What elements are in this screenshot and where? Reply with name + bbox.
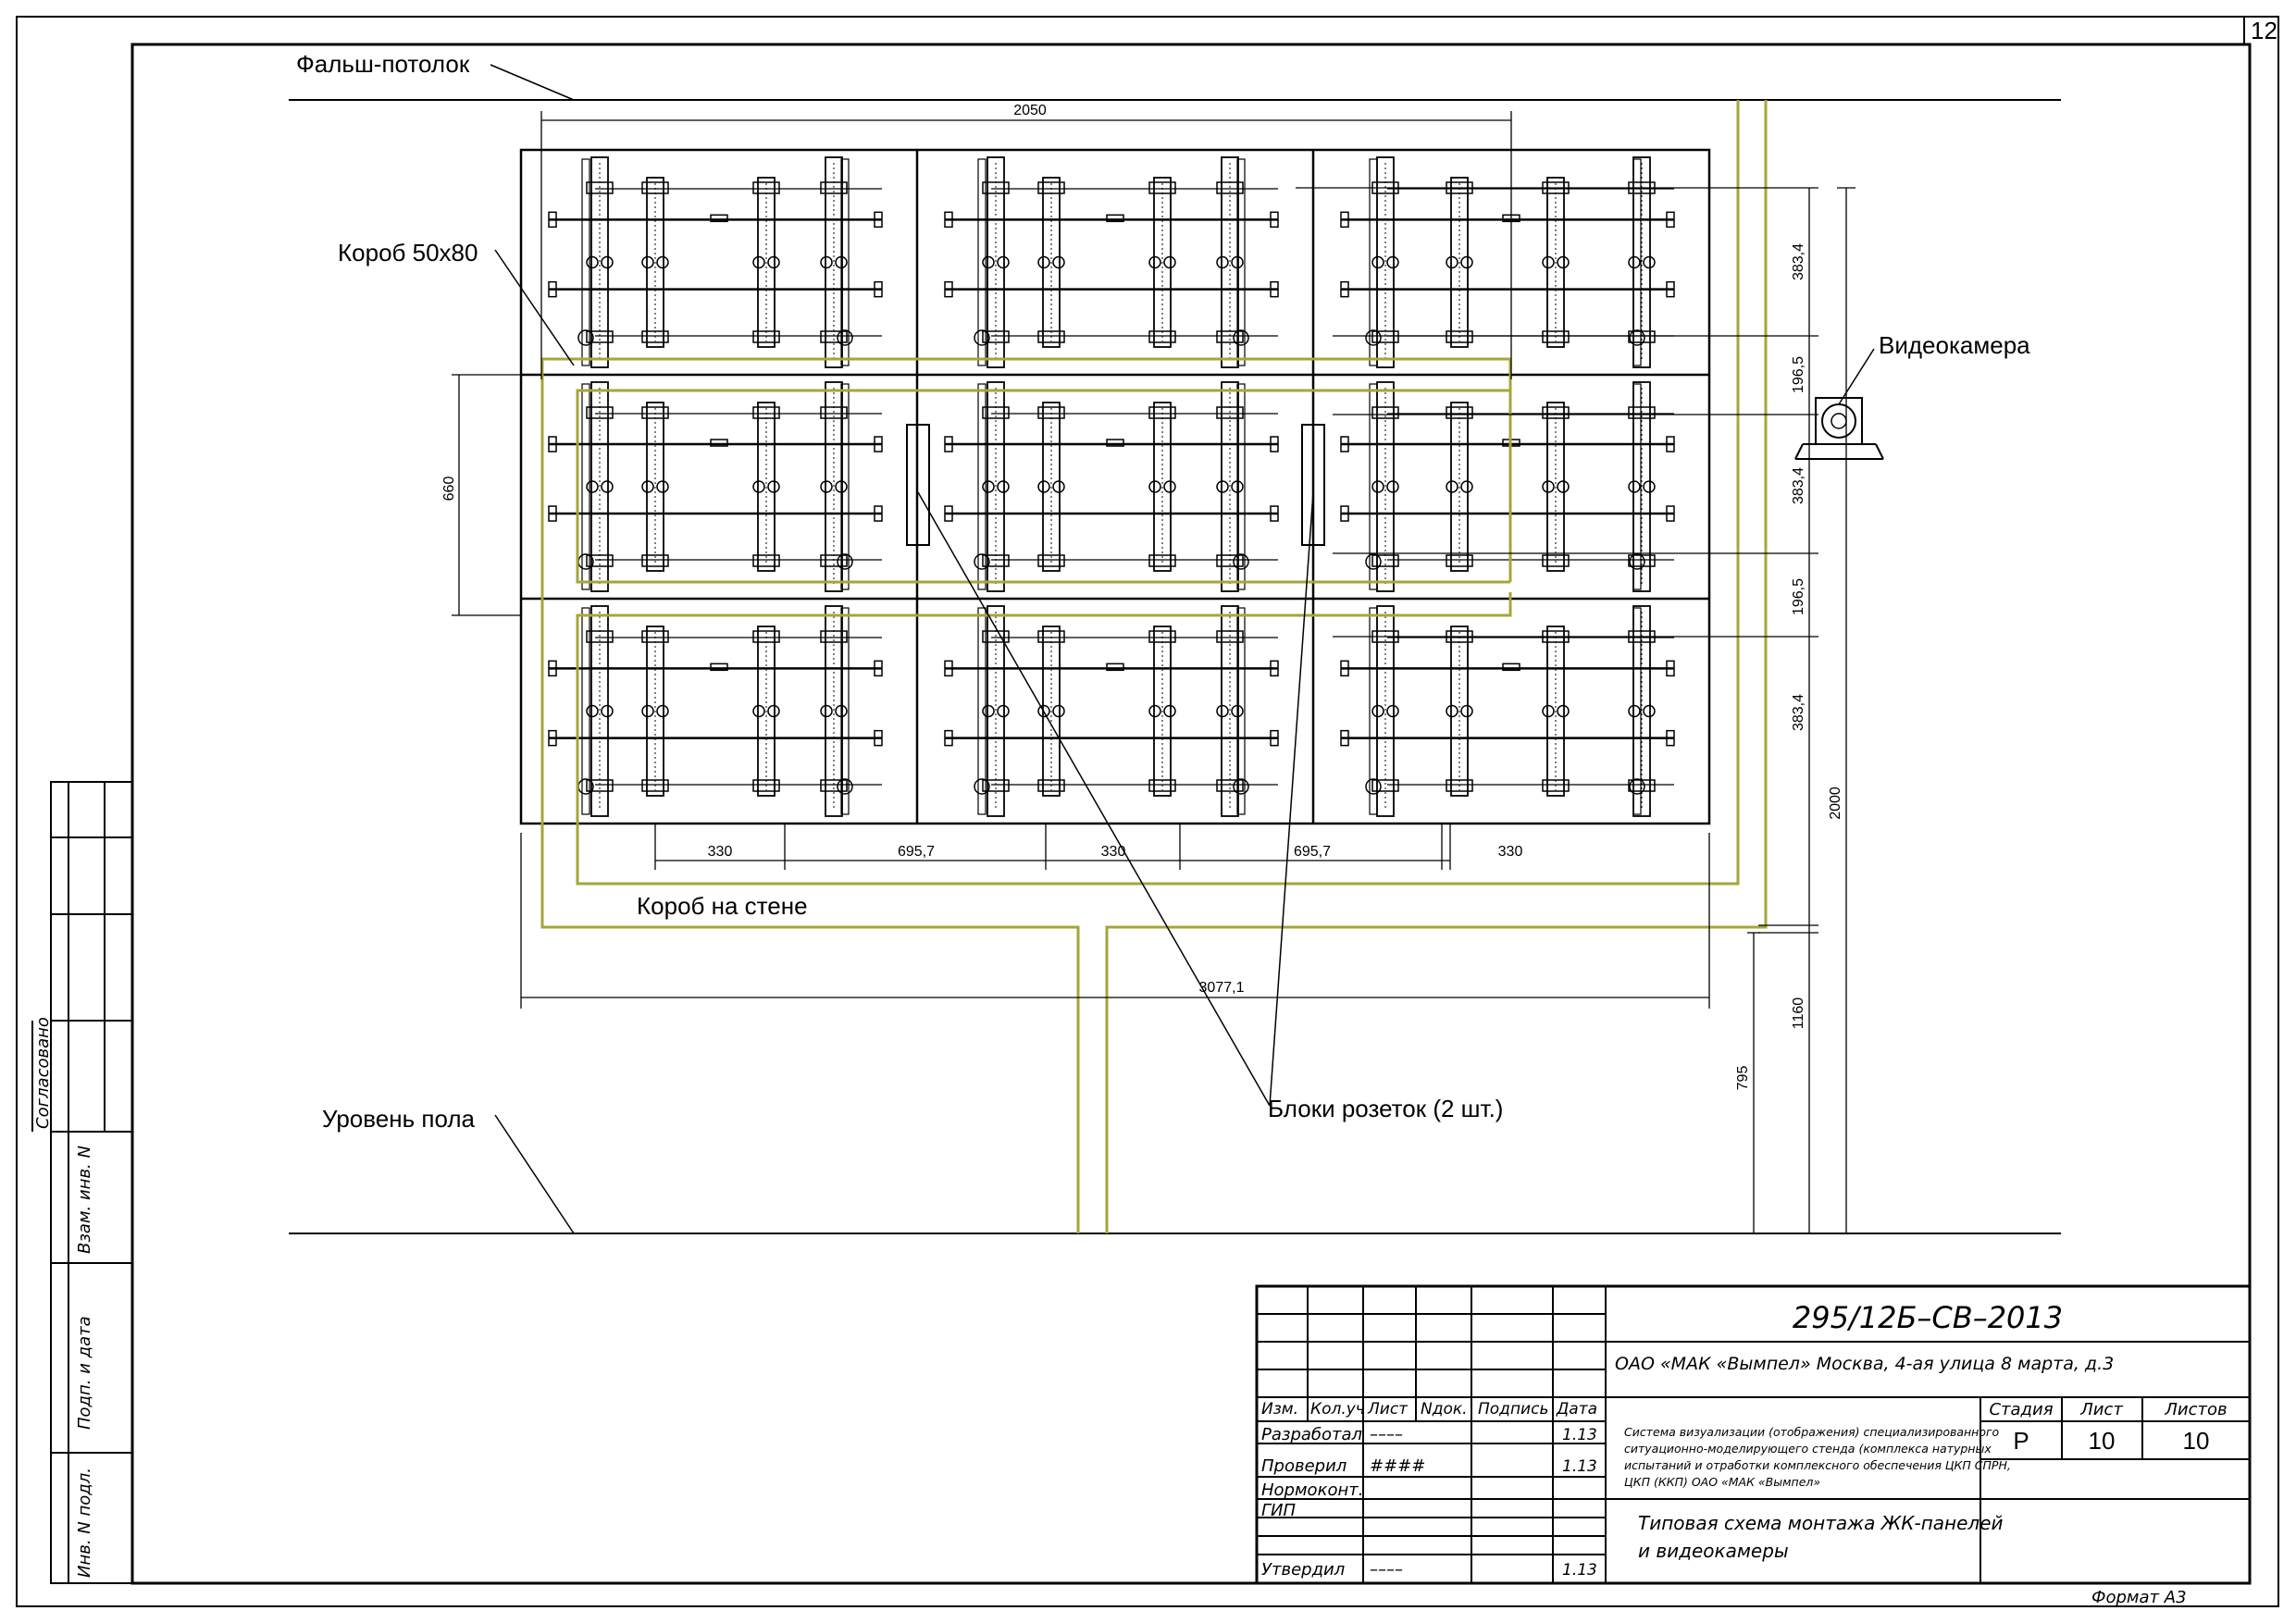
svg-text:испытаний и отработки комплекс: испытаний и отработки комплексного обесп…: [1624, 1458, 2011, 1472]
dim-bottom-4: 695,7: [1294, 844, 1331, 860]
video-camera: [1794, 397, 1884, 460]
dimension-lines: [452, 111, 1855, 1233]
svg-text:####: ####: [1370, 1456, 1425, 1476]
svg-text:1.13: 1.13: [1562, 1457, 1597, 1476]
stage-value: Р: [2013, 1427, 2029, 1455]
dim-gap-1: 196,5: [1791, 356, 1806, 393]
role-rows: Разработал –––– 1.13 Проверил #### 1.13 …: [1261, 1425, 1597, 1580]
svg-text:––––: ––––: [1370, 1425, 1403, 1444]
svg-text:Подпись: Подпись: [1478, 1400, 1548, 1419]
stamp-inv-orig: Инв. N подл.: [75, 1468, 94, 1578]
svg-text:Разработал: Разработал: [1261, 1425, 1362, 1444]
organization: ОАО «МАК «Вымпел» Москва, 4-ая улица 8 м…: [1615, 1354, 2114, 1374]
dim-panel-h-3: 383,4: [1791, 694, 1806, 731]
title-block: [1255, 1284, 2252, 1585]
socket-block-right: [1301, 424, 1325, 546]
dim-panel-h-1: 383,4: [1791, 243, 1806, 280]
inner-frame: [130, 43, 2252, 1585]
sheet-label: Лист: [2079, 1400, 2123, 1419]
label-sockets: Блоки розеток (2 шт.): [1268, 1095, 1503, 1122]
dim-bottom-3: 330: [1101, 844, 1126, 860]
svg-text:Изм.: Изм.: [1261, 1400, 1298, 1419]
label-duct-50x80: Короб 50х80: [338, 239, 478, 266]
svg-text:Лист: Лист: [1367, 1400, 1409, 1419]
dim-bottom-height: 795: [1735, 1066, 1751, 1091]
stamp-agreed: Согласовано: [33, 1017, 53, 1129]
dim-total-height: 2000: [1828, 787, 1843, 820]
svg-text:Nдок.: Nдок.: [1421, 1400, 1468, 1419]
label-camera: Видеокамера: [1879, 331, 2030, 359]
dim-bottom-1: 330: [708, 844, 733, 860]
dim-total-width: 3077,1: [1199, 980, 1245, 996]
svg-text:Проверил: Проверил: [1261, 1456, 1347, 1476]
svg-text:ГИП: ГИП: [1261, 1501, 1296, 1520]
stamp-exch-inv: Взам. инв. N: [75, 1146, 94, 1254]
drawing-title: Типовая схема монтажа ЖК-панелей и видео…: [1638, 1512, 2004, 1562]
dim-gap-2: 196,5: [1791, 578, 1806, 615]
doc-code: 295/12Б–СВ–2013: [1793, 1300, 2063, 1335]
side-stamp: [31, 781, 133, 1584]
stamp-sign-date: Подп. и дата: [75, 1316, 94, 1430]
svg-text:Типовая схема монтажа ЖК-панел: Типовая схема монтажа ЖК-панелей: [1638, 1512, 2004, 1534]
svg-text:––––: ––––: [1370, 1560, 1403, 1580]
svg-text:Нормоконт.: Нормоконт.: [1261, 1481, 1363, 1500]
label-wall-duct: Короб на стене: [637, 892, 808, 920]
label-false-ceiling: Фальш-потолок: [296, 50, 470, 78]
sheet-value: 10: [2089, 1427, 2116, 1455]
format-label: Формат А3: [2091, 1588, 2187, 1607]
svg-text:1.13: 1.13: [1562, 1426, 1597, 1444]
mount-brackets: [548, 156, 1675, 817]
leader-lines: [490, 64, 1875, 1234]
table-header: Изм. Кол.уч Лист Nдок. Подпись Дата: [1261, 1400, 1597, 1419]
cable-ducts: [540, 100, 1768, 1233]
panel-wall: [519, 148, 1711, 825]
svg-text:Утвердил: Утвердил: [1261, 1560, 1345, 1580]
system-description: Система визуализации (отображения) специ…: [1624, 1425, 2011, 1489]
dim-bottom-5: 330: [1498, 844, 1523, 860]
svg-text:и видеокамеры: и видеокамеры: [1638, 1540, 1789, 1562]
outer-frame: [16, 16, 2279, 1607]
svg-text:Система визуализации (отображе: Система визуализации (отображения) специ…: [1624, 1425, 2000, 1439]
dim-camera-height: 1160: [1791, 997, 1806, 1030]
dim-top-width: 2050: [1013, 103, 1047, 118]
sheet-number: 12: [2251, 17, 2277, 44]
svg-text:Дата: Дата: [1556, 1400, 1597, 1419]
socket-block-left: [906, 424, 930, 546]
svg-text:Кол.уч: Кол.уч: [1310, 1400, 1365, 1419]
dim-panel-h-2: 383,4: [1791, 467, 1806, 504]
svg-text:1.13: 1.13: [1562, 1561, 1597, 1580]
label-floor-level: Уровень пола: [322, 1105, 476, 1133]
sheets-value: 10: [2183, 1427, 2210, 1455]
stage-label: Стадия: [1989, 1400, 2053, 1419]
dim-bottom-2: 695,7: [898, 844, 935, 860]
sheets-label: Листов: [2164, 1400, 2227, 1419]
svg-text:ЦКП (ККП) ОАО «МАК «Вымпел»: ЦКП (ККП) ОАО «МАК «Вымпел»: [1624, 1475, 1820, 1489]
dim-row-height: 660: [441, 477, 457, 502]
svg-text:ситуационно-моделирующего стен: ситуационно-моделирующего стенда (компле…: [1624, 1442, 1992, 1456]
